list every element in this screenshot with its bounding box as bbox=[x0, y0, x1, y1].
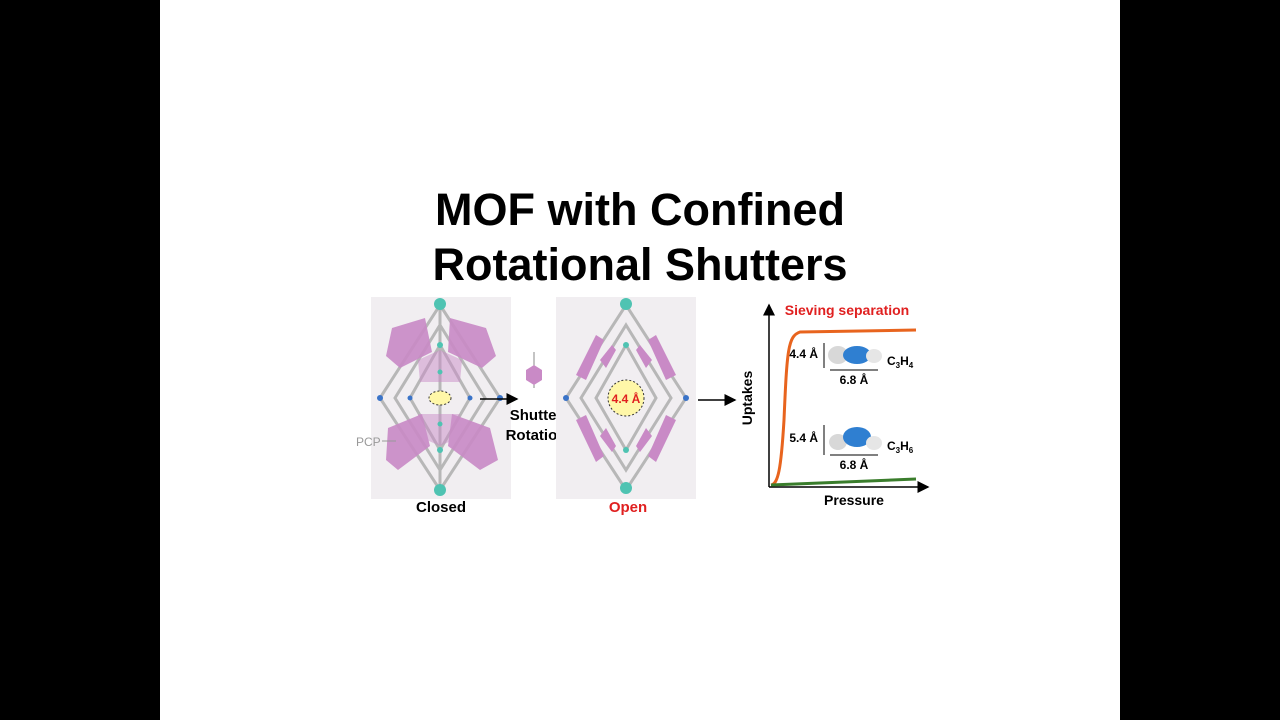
annotation-c3h4: 4.4 Å 6.8 Å C3H4 bbox=[789, 343, 914, 387]
closed-label: Closed bbox=[416, 499, 466, 516]
c3h4-molecule-h bbox=[828, 346, 848, 364]
mof-figure: PCP Closed Shutter Rotation bbox=[356, 297, 930, 516]
rotating-shutter-icon bbox=[526, 365, 542, 385]
slide-title: MOF with Confined Rotational Shutters bbox=[160, 182, 1120, 292]
c3h6-formula: C3H6 bbox=[887, 439, 914, 455]
c3h4-molecule-c bbox=[843, 346, 871, 364]
c3h6-height: 5.4 Å bbox=[789, 430, 818, 445]
closed-panel: PCP Closed bbox=[356, 297, 511, 516]
closed-shutters bbox=[386, 318, 498, 470]
c3h6-width: 6.8 Å bbox=[840, 457, 869, 472]
open-panel: 4.4 Å Open bbox=[556, 297, 696, 516]
c3h4-formula: C3H4 bbox=[887, 354, 914, 370]
closed-nodes bbox=[434, 298, 446, 496]
closed-metal-nodes bbox=[377, 395, 503, 401]
pcp-label: PCP bbox=[356, 435, 381, 449]
slide: MOF with Confined Rotational Shutters bbox=[160, 0, 1120, 720]
c3h6-molecule-c bbox=[843, 427, 871, 447]
title-line-2: Rotational Shutters bbox=[432, 239, 848, 290]
c3h4-width: 6.8 Å bbox=[840, 372, 869, 387]
shutter-rotation: Shutter Rotation bbox=[480, 352, 566, 444]
open-metal-nodes bbox=[563, 395, 689, 401]
transition-line-2: Rotation bbox=[506, 427, 567, 444]
closed-aperture bbox=[428, 390, 452, 406]
open-shutters bbox=[576, 335, 676, 462]
open-aperture bbox=[607, 379, 645, 417]
c3h4-height: 4.4 Å bbox=[789, 346, 818, 361]
aperture-size: 4.4 Å bbox=[612, 391, 641, 406]
title-line-1: MOF with Confined bbox=[435, 184, 845, 235]
x-axis-label: Pressure bbox=[824, 492, 884, 508]
transition-line-1: Shutter bbox=[510, 407, 563, 424]
c3h6-molecule-h2 bbox=[866, 436, 882, 450]
open-label: Open bbox=[609, 499, 647, 516]
series-c3h6-curve bbox=[770, 477, 917, 487]
annotation-c3h6: 5.4 Å 6.8 Å C3H6 bbox=[789, 425, 914, 472]
open-nodes bbox=[620, 298, 632, 494]
c3h6-molecule-h bbox=[829, 434, 847, 450]
series-c3h4-curve bbox=[770, 328, 917, 487]
isotherm-chart: Sieving separation Pressure Uptakes 4.4 … bbox=[739, 302, 930, 508]
chart-title: Sieving separation bbox=[785, 302, 909, 318]
y-axis-label: Uptakes bbox=[739, 371, 755, 426]
c3h4-molecule-h2 bbox=[866, 349, 882, 363]
